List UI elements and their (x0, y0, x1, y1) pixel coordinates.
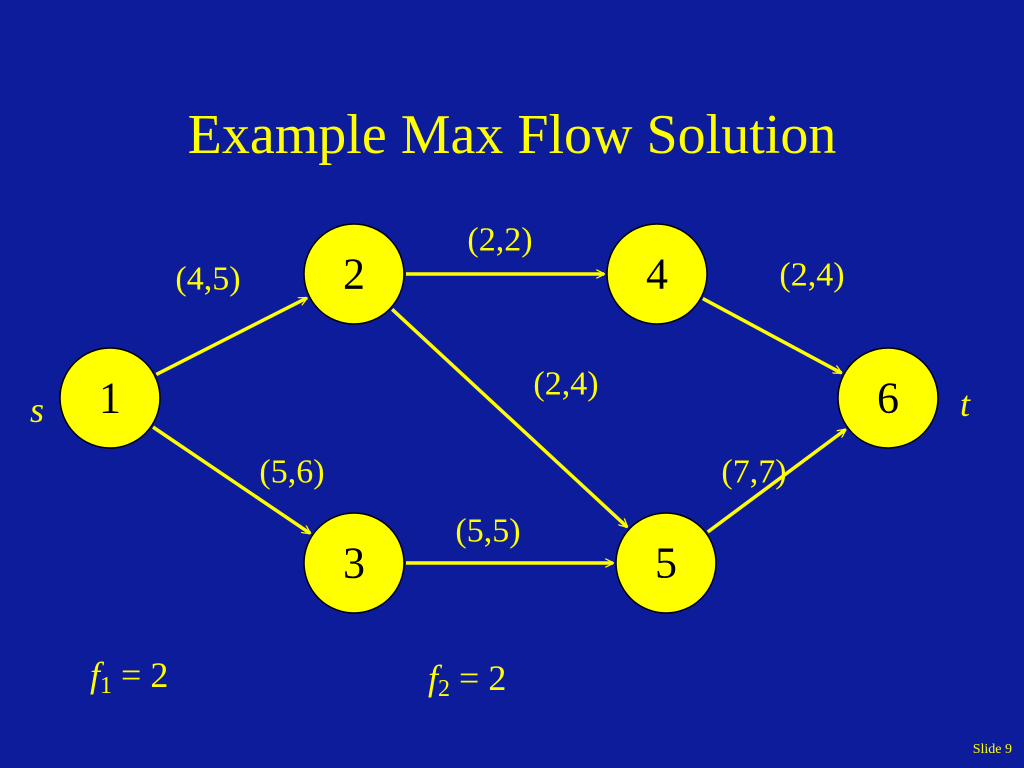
slide-number: Slide 9 (972, 742, 1012, 757)
node-circle-2 (303, 223, 405, 325)
edge-label-5-6: (7,7) (721, 454, 786, 491)
flow-f2-value: = 2 (450, 658, 507, 698)
node-6: 6 (837, 347, 939, 449)
node-label-6: 6 (877, 374, 899, 423)
edge-label-3-5: (5,5) (455, 513, 520, 550)
node-circle-6 (837, 347, 939, 449)
node-label-5: 5 (655, 539, 677, 588)
node-circle-4 (606, 223, 708, 325)
flow-f1-sub: 1 (100, 673, 113, 699)
node-circle-5 (615, 512, 717, 614)
node-1: 1 (59, 347, 161, 449)
flow-f1-var: f (90, 655, 101, 695)
edge-label-1-3: (5,6) (259, 454, 324, 491)
source-label: s (30, 390, 44, 430)
sink-label: t (960, 384, 971, 424)
edge-1-2 (155, 296, 306, 377)
flow-f1: f1 = 2 (90, 655, 168, 706)
slide-title: Example Max Flow Solution (187, 104, 837, 166)
edges (152, 274, 846, 563)
flow-f2-sub: 2 (438, 676, 451, 702)
node-label-3: 3 (343, 539, 365, 588)
node-circle-3 (303, 512, 405, 614)
node-circle-1 (59, 347, 161, 449)
edge-label-1-2: (4,5) (175, 261, 240, 298)
nodes: 1 2 3 4 5 6 (59, 223, 939, 614)
node-label-4: 4 (646, 250, 668, 299)
edge-2-5 (390, 308, 627, 527)
edge-label-4-6: (2,4) (779, 257, 844, 294)
edge-labels: (4,5) (5,6) (2,2) (2,4) (5,5) (2,4) (7,7) (175, 222, 844, 550)
edge-5-6 (706, 428, 846, 534)
edge-4-6 (701, 297, 841, 375)
node-2: 2 (303, 223, 405, 325)
node-4: 4 (606, 223, 708, 325)
flow-f1-value: = 2 (112, 655, 169, 695)
node-3: 3 (303, 512, 405, 614)
edge-label-2-4: (2,2) (467, 222, 532, 259)
node-label-2: 2 (343, 250, 365, 299)
edge-1-3 (152, 425, 310, 535)
edge-label-2-5: (2,4) (533, 366, 598, 403)
node-5: 5 (615, 512, 717, 614)
flow-f2: f2 = 2 (428, 658, 506, 709)
node-label-1: 1 (99, 374, 121, 423)
flow-f2-var: f (428, 658, 439, 698)
